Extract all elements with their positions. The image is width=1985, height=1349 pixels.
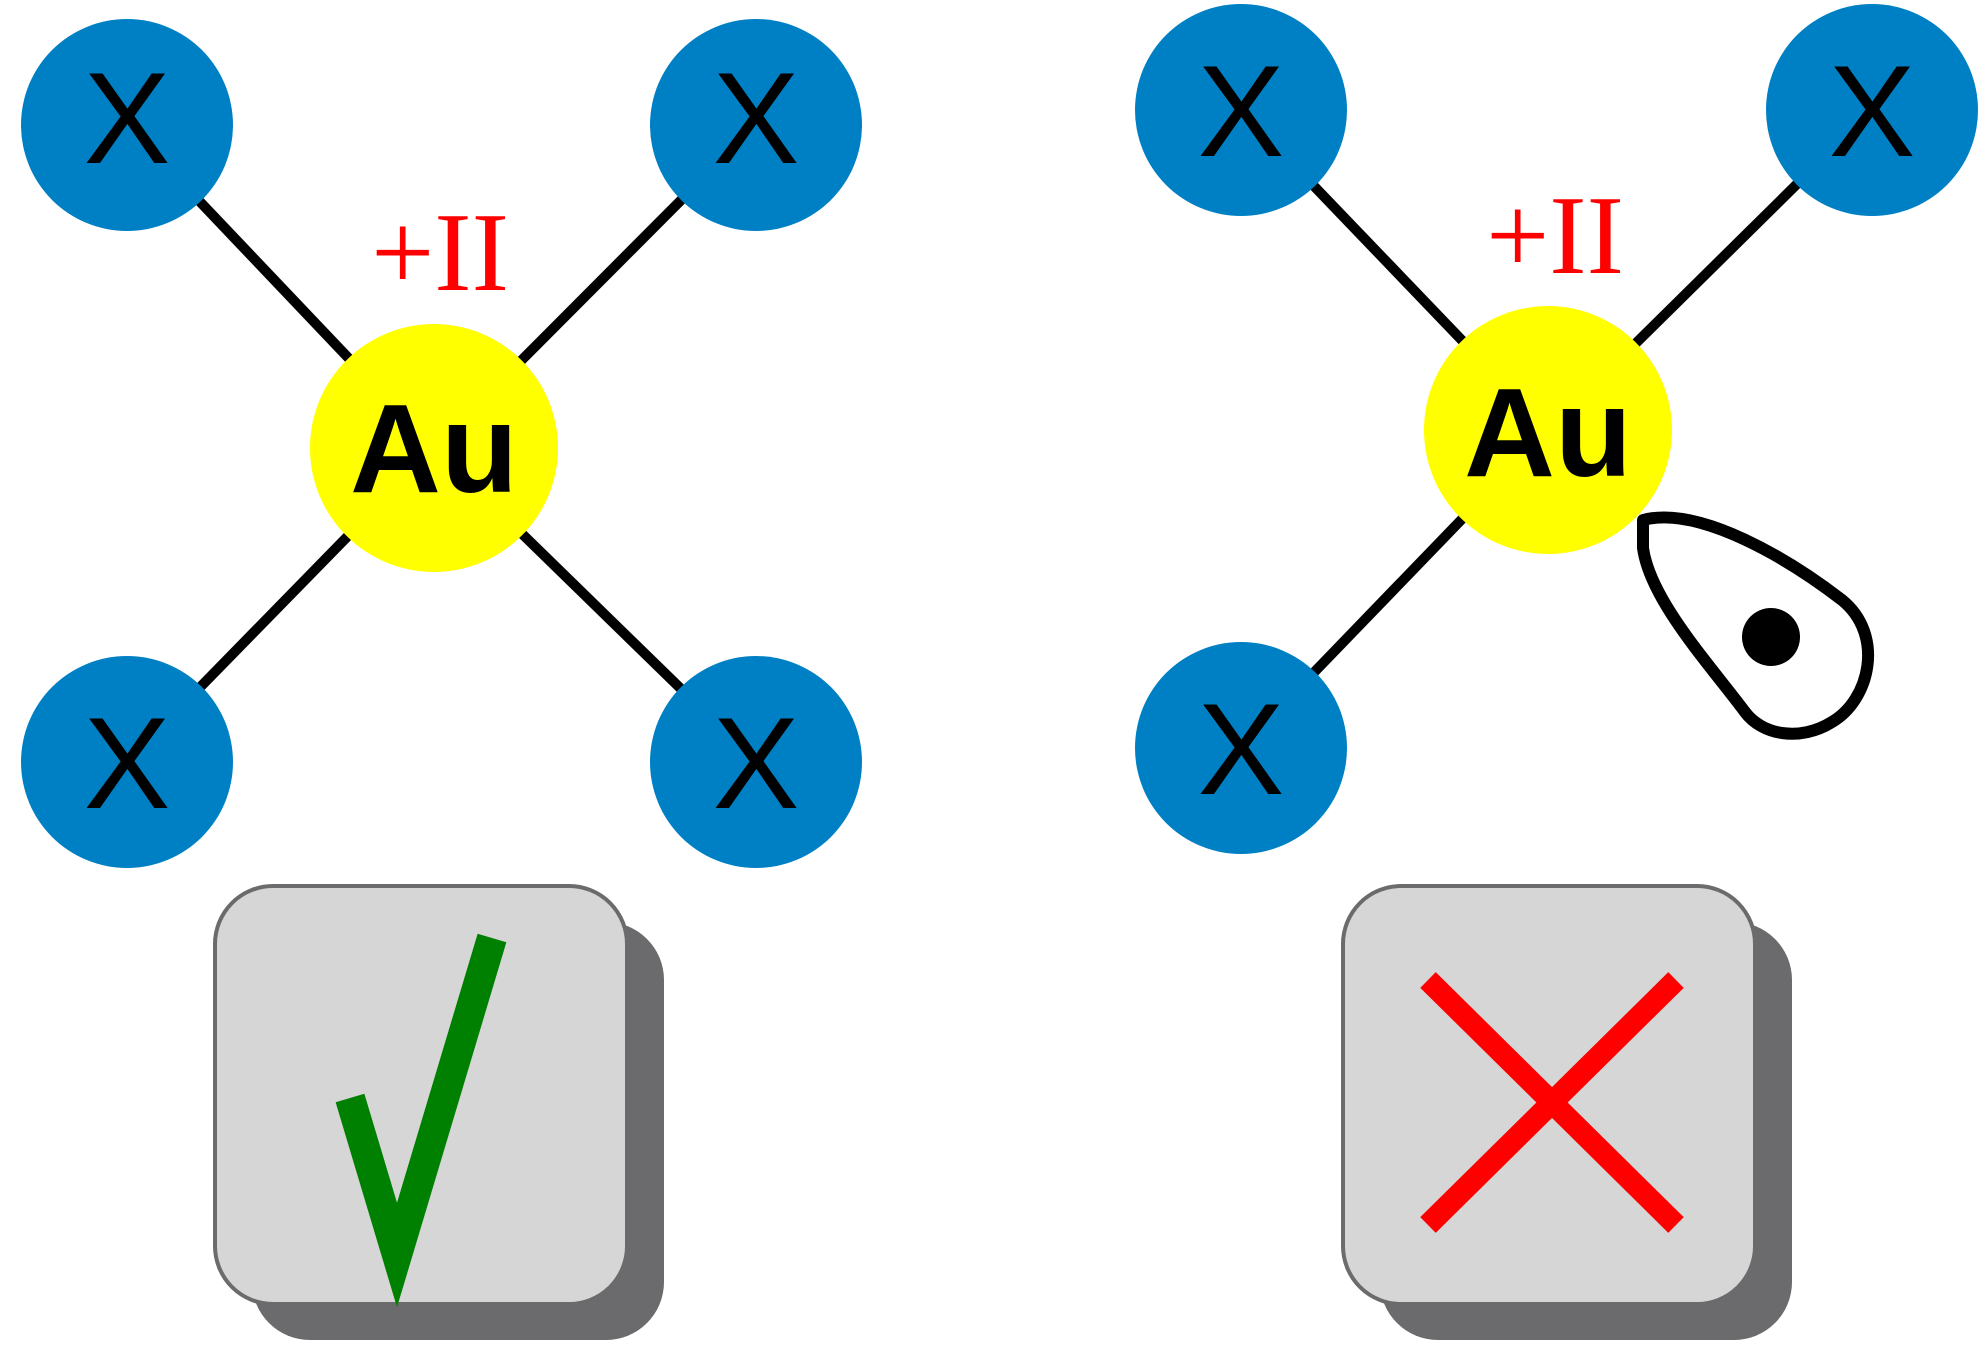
- left-structure: X X X X Au +II: [21, 19, 862, 868]
- incorrect-verdict-button: [1341, 884, 1792, 1340]
- cross-icon: [1420, 972, 1684, 1233]
- ligand-atom: X: [650, 19, 862, 231]
- ligand-circle: [21, 19, 233, 231]
- metal-label: Au: [1464, 362, 1632, 503]
- check-icon: [335, 933, 507, 1308]
- ligand-atom: X: [1135, 642, 1347, 854]
- cross-stroke: [1420, 972, 1684, 1233]
- ligand-label: X: [713, 45, 800, 191]
- ligand-label: X: [1198, 676, 1285, 822]
- ligand-label: X: [84, 45, 171, 191]
- ligand-circle: [1135, 4, 1347, 216]
- ligand-atom: X: [21, 656, 233, 868]
- metal-center: Au: [310, 324, 558, 572]
- right-structure: X X X Au +II: [1135, 4, 1978, 854]
- electron-dot: [1742, 608, 1800, 666]
- ligand-circle: [1135, 642, 1347, 854]
- correct-verdict-button: [213, 884, 664, 1340]
- oxidation-state-label: +II: [371, 191, 509, 315]
- ligand-circle: [650, 656, 862, 868]
- ligand-label: X: [1829, 38, 1916, 184]
- ligand-label: X: [84, 690, 171, 836]
- metal-circle: [1424, 306, 1672, 554]
- ligand-atom: X: [1766, 4, 1978, 216]
- ligand-label: X: [713, 690, 800, 836]
- ligand-circle: [21, 656, 233, 868]
- metal-label: Au: [350, 378, 518, 519]
- ligand-circle: [1766, 4, 1978, 216]
- unpaired-electron-orbital: [1637, 511, 1874, 740]
- ligand-label: X: [1198, 38, 1285, 184]
- oxidation-state-label: +II: [1486, 174, 1624, 298]
- ligand-atom: X: [21, 19, 233, 231]
- ligand-atom: X: [650, 656, 862, 868]
- ligand-circle: [650, 19, 862, 231]
- ligand-atom: X: [1135, 4, 1347, 216]
- button-face: [213, 884, 629, 1306]
- metal-circle: [310, 324, 558, 572]
- metal-center: Au: [1424, 306, 1672, 554]
